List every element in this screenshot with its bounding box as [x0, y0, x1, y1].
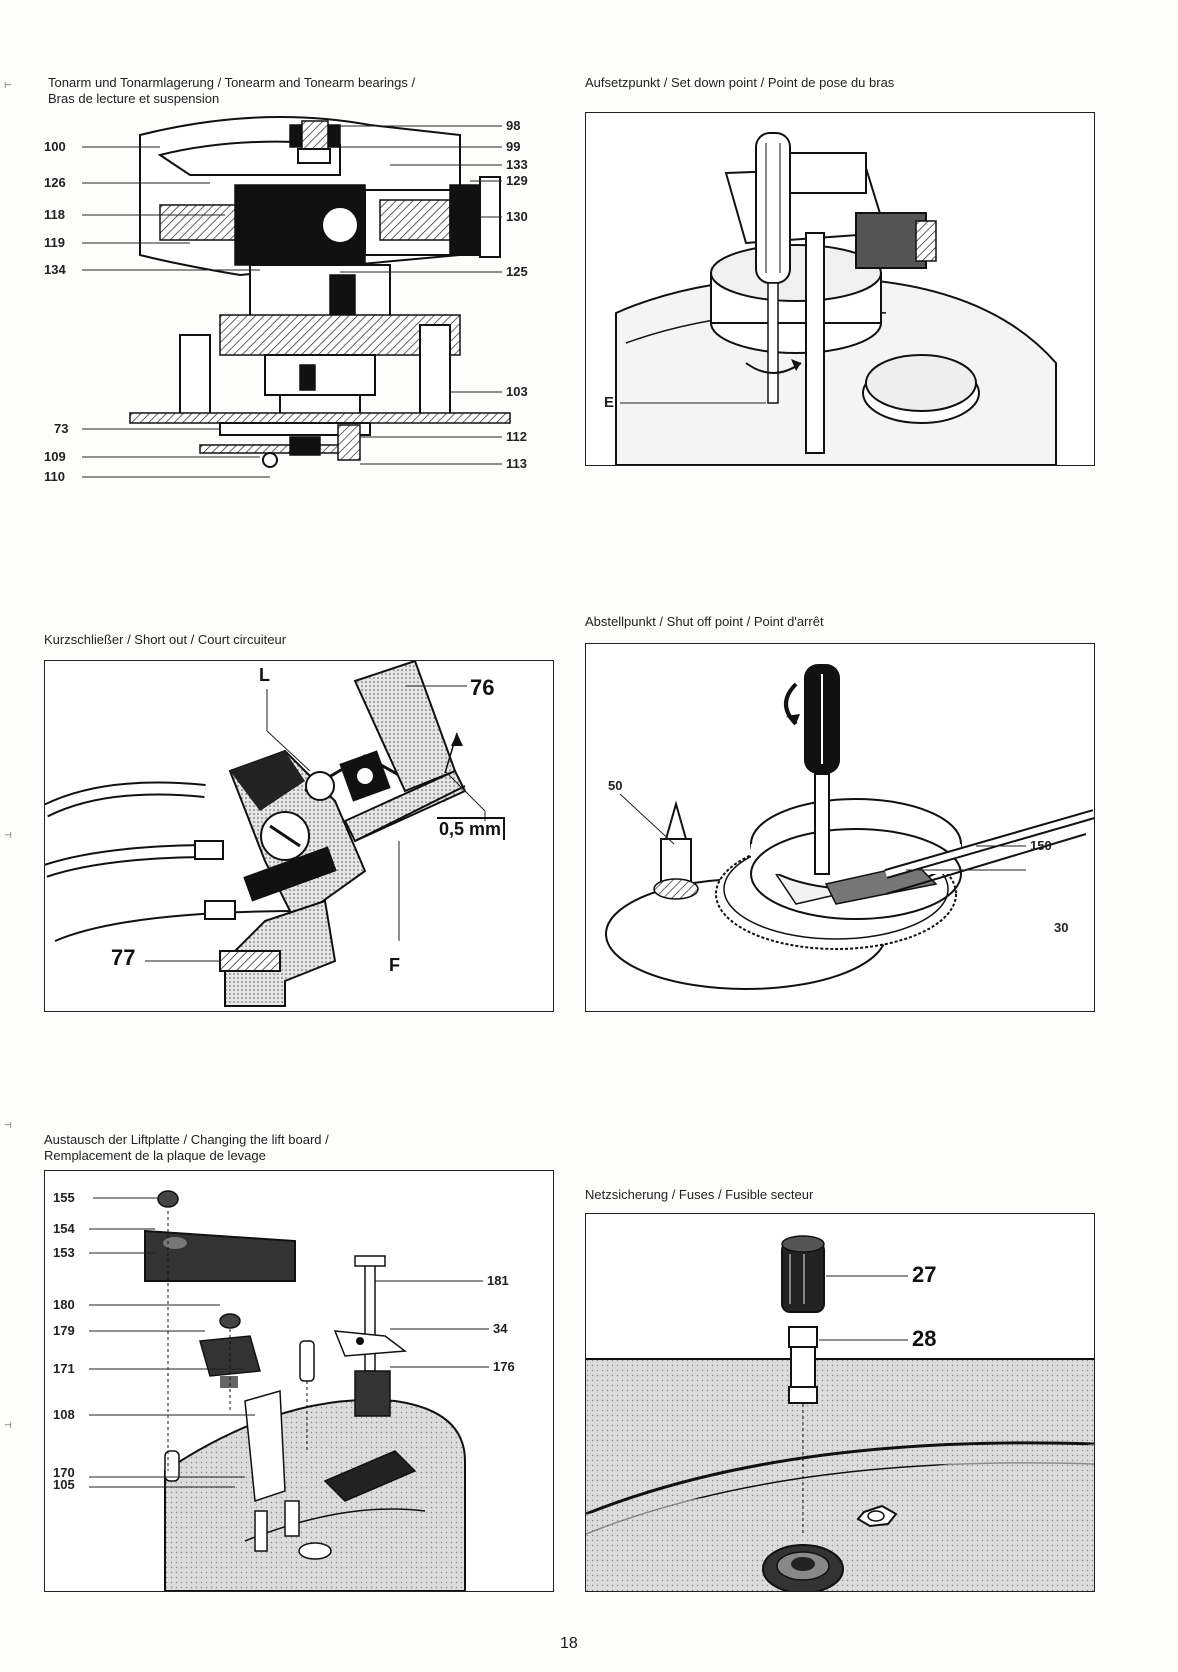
shortout-label-77: 77 [111, 945, 136, 970]
tonearm-label-134: 134 [44, 262, 66, 277]
liftboard-label-176: 176 [493, 1359, 515, 1374]
tonearm-label-110: 110 [44, 469, 65, 484]
liftboard-label-170: 170 [53, 1465, 75, 1480]
tonearm-label-73: 73 [54, 421, 69, 436]
shutoff-caption: Abstellpunkt / Shut off point / Point d'… [585, 614, 824, 629]
liftboard-caption: Austausch der Liftplatte / Changing the … [44, 1132, 564, 1164]
margin-mark: ⊣ [4, 830, 12, 840]
tonearm-label-130: 130 [506, 209, 528, 224]
tonearm-label-109: 109 [44, 449, 66, 464]
shortout-figure: L 76 0,5 mm 77 F [44, 660, 554, 1012]
tonearm-label-133: 133 [506, 157, 528, 172]
liftboard-caption-line2: Remplacement de la plaque de levage [44, 1148, 266, 1163]
setdown-label-e: E [604, 394, 615, 411]
tonearm-label-126: 126 [44, 175, 66, 190]
liftboard-label-180: 180 [53, 1297, 75, 1312]
tonearm-caption: Tonarm und Tonarmlagerung / Tonearm and … [48, 75, 548, 107]
liftboard-label-105: 105 [53, 1477, 75, 1492]
margin-mark: ⊢ [4, 80, 12, 90]
tonearm-label-113: 113 [506, 456, 527, 471]
tonearm-label-119: 119 [44, 235, 65, 250]
liftboard-caption-line1: Austausch der Liftplatte / Changing the … [44, 1132, 329, 1147]
liftboard-label-108: 108 [53, 1407, 75, 1422]
shortout-drawing [45, 661, 486, 1007]
liftboard-label-34: 34 [493, 1321, 508, 1336]
setdown-figure: E [585, 112, 1095, 466]
tonearm-label-125: 125 [506, 264, 528, 279]
fuses-figure: 27 28 [585, 1213, 1095, 1592]
tonearm-label-129: 129 [506, 173, 528, 188]
fuses-caption: Netzsicherung / Fuses / Fusible secteur [585, 1187, 814, 1202]
shutoff-label-50: 50 [608, 778, 623, 793]
shutoff-figure: 50 150 30 [585, 643, 1095, 1012]
shutoff-drawing [605, 664, 1094, 990]
fuses-drawing [586, 1235, 1094, 1591]
tonearm-label-112: 112 [506, 429, 527, 444]
tonearm-diagram: 100 126 118 119 134 73 109 110 98 99 133… [40, 115, 580, 515]
page-number: 18 [560, 1635, 578, 1652]
margin-mark: ⊣ [4, 1420, 12, 1430]
tonearm-caption-line2: Bras de lecture et suspension [48, 91, 220, 106]
liftboard-label-171: 171 [53, 1361, 75, 1376]
shutoff-label-150: 150 [1030, 838, 1052, 853]
tonearm-label-100: 100 [44, 139, 66, 154]
tonearm-caption-line1: Tonarm und Tonarmlagerung / Tonearm and … [48, 75, 416, 90]
liftboard-drawing [89, 1190, 489, 1591]
shortout-caption: Kurzschließer / Short out / Court circui… [44, 632, 287, 647]
setdown-drawing [615, 132, 1057, 465]
shortout-label-05: 0,5 mm [437, 817, 506, 840]
setdown-caption: Aufsetzpunkt / Set down point / Point de… [585, 75, 895, 90]
tonearm-label-103: 103 [506, 384, 528, 399]
shortout-label-76: 76 [470, 675, 495, 700]
liftboard-label-179: 179 [53, 1323, 75, 1338]
shortout-label-f: F [389, 955, 400, 975]
fuses-label-28: 28 [912, 1326, 937, 1351]
liftboard-label-181: 181 [487, 1273, 509, 1288]
liftboard-figure: 155 154 153 180 179 171 108 170 105 181 … [44, 1170, 554, 1592]
margin-mark: ⊣ [4, 1120, 12, 1130]
tonearm-label-118: 118 [44, 207, 65, 222]
liftboard-label-155: 155 [53, 1190, 75, 1205]
shutoff-label-30: 30 [1054, 920, 1069, 935]
shortout-label-l: L [259, 665, 270, 685]
fuses-label-27: 27 [912, 1262, 937, 1287]
tonearm-drawing [82, 116, 511, 478]
tonearm-label-99: 99 [506, 139, 521, 154]
liftboard-label-154: 154 [53, 1221, 75, 1236]
tonearm-label-98: 98 [506, 118, 521, 133]
liftboard-label-153: 153 [53, 1245, 75, 1260]
